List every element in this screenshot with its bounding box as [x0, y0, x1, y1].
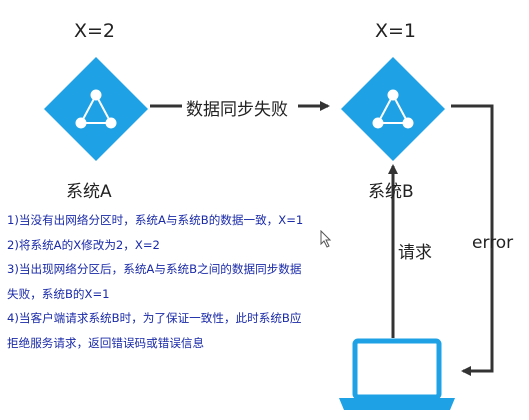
note-line: 拒绝服务请求，返回错误码或错误信息 — [7, 335, 205, 350]
system-a-icon — [44, 57, 148, 161]
laptop-icon — [339, 338, 455, 410]
system-a-x-value: X=2 — [74, 20, 116, 42]
error-arrow — [451, 104, 494, 376]
explanation-notes: 1)当没有出网络分区时，系统A与系统B的数据一致，X=1 2)将系统A的X修改为… — [7, 208, 347, 355]
system-b-x-value: X=1 — [375, 20, 417, 42]
system-b-icon — [341, 57, 445, 161]
system-b-label: 系统B — [368, 182, 414, 202]
note-line: 1)当没有出网络分区时，系统A与系统B的数据一致，X=1 — [7, 213, 304, 227]
mouse-cursor-icon — [320, 230, 332, 248]
note-line: 4)当客户端请求系统B时，为了保证一致性，此时系统B应 — [7, 311, 302, 325]
sync-failed-label: 数据同步失败 — [186, 100, 288, 120]
system-a-label: 系统A — [66, 182, 112, 202]
note-line: 3)当出现网络分区后，系统A与系统B之间的数据同步数据 — [7, 262, 302, 276]
error-label: error — [472, 233, 514, 253]
note-line: 失败，系统B的X=1 — [7, 286, 110, 301]
request-label: 请求 — [398, 243, 432, 263]
note-line: 2)将系统A的X修改为2，X=2 — [7, 237, 160, 252]
